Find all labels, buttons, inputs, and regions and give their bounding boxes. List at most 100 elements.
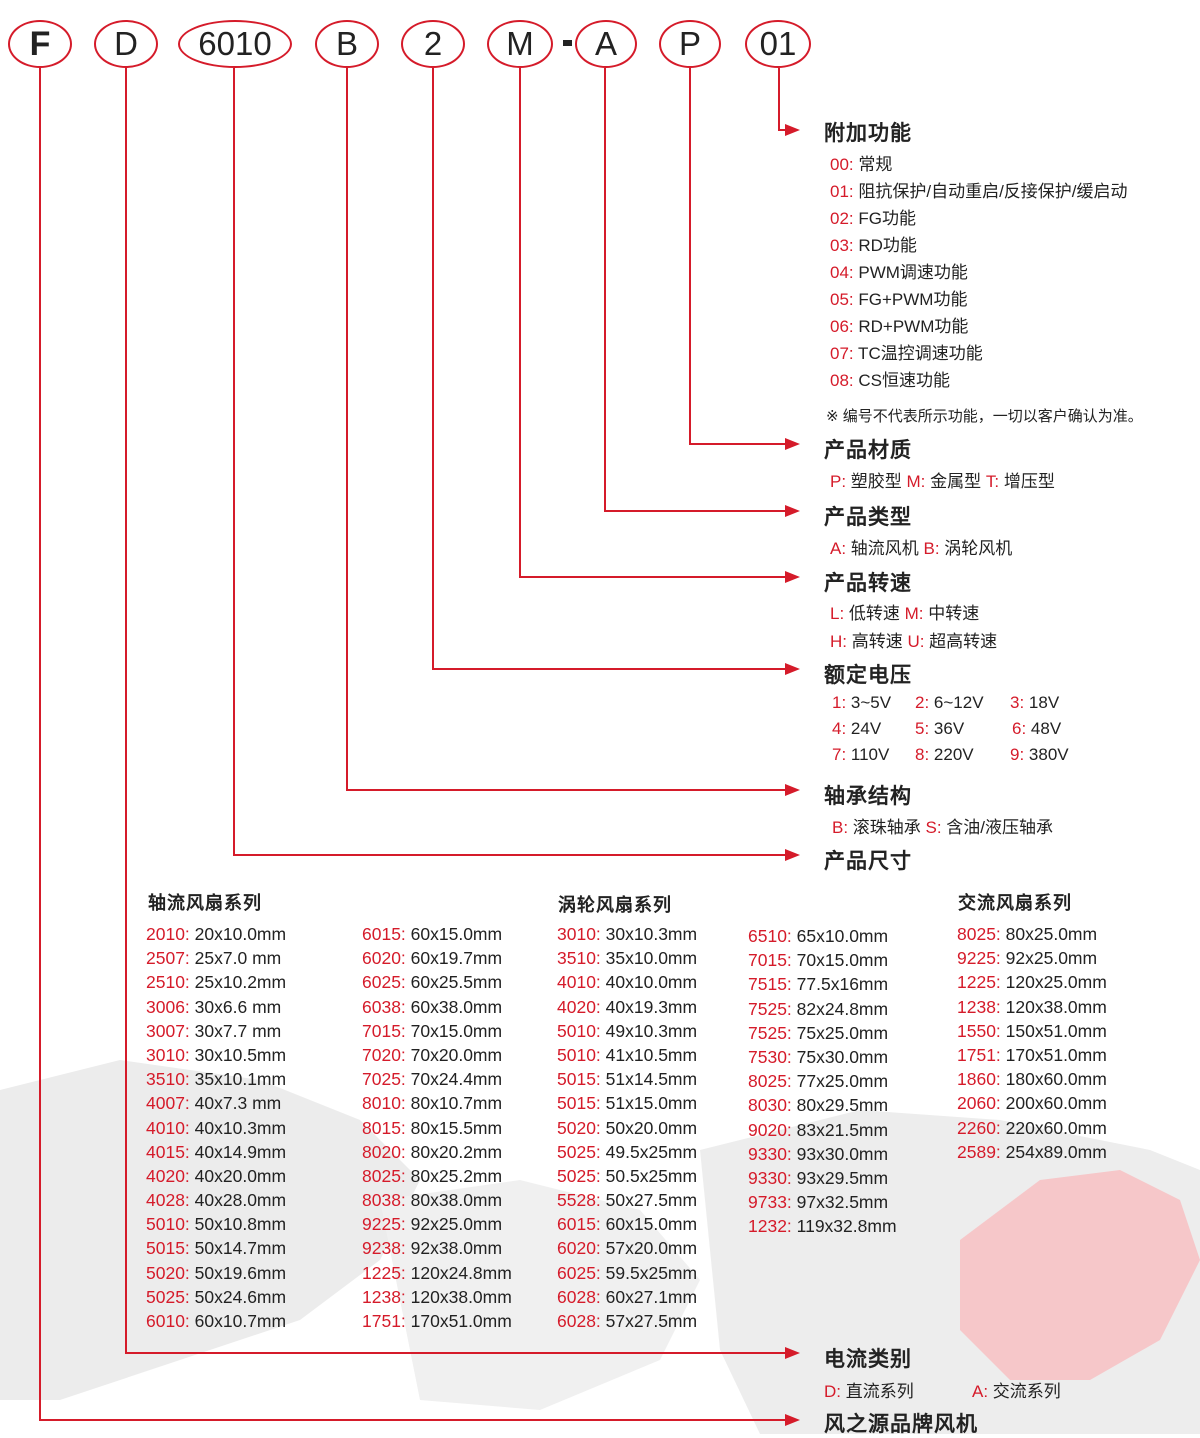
brand-title: 风之源品牌风机 [824, 1413, 978, 1436]
size-code: 5010: [557, 1044, 601, 1065]
voltage-item: 5: 36V [915, 719, 965, 738]
size-dimension: 30x10.5mm [189, 1044, 287, 1065]
size-dimension: 83x21.5mm [791, 1119, 889, 1140]
size-entry: 2507: 25x7.0 mm [146, 946, 286, 970]
size-code: 2507: [146, 948, 190, 969]
code-extra-01: 01 [745, 20, 811, 68]
size-code: 1238: [957, 996, 1001, 1017]
size-dimension: 80x20.2mm [405, 1141, 503, 1162]
size-code: 3006: [146, 996, 190, 1017]
size-dimension: 60x10.7mm [189, 1311, 287, 1331]
extra-item: 04: PWM调速功能 [830, 263, 968, 282]
size-code: 3510: [146, 1069, 190, 1090]
size-dimension: 200x60.0mm [1000, 1093, 1107, 1114]
size-dimension: 30x6.6 mm [189, 996, 282, 1017]
current-option: A: 交流系列 [972, 1382, 1061, 1401]
size-entry: 5010: 49x10.3mm [557, 1019, 697, 1043]
size-entry: 7025: 70x24.4mm [362, 1067, 512, 1091]
code-separator [563, 40, 572, 46]
size-dimension: 120x38.0mm [1000, 996, 1107, 1017]
size-entry: 4028: 40x28.0mm [146, 1188, 286, 1212]
voltage-item: 7: 110V [832, 745, 890, 764]
size-dimension: 30x7.7 mm [189, 1020, 282, 1041]
size-dimension: 30x10.3mm [600, 924, 698, 944]
size-code: 2510: [146, 972, 190, 993]
size-dimension: 50.5x25mm [600, 1165, 698, 1186]
size-entry: 5015: 51x14.5mm [557, 1067, 697, 1091]
material-title: 产品材质 [824, 439, 912, 462]
size-entry: 5020: 50x20.0mm [557, 1116, 697, 1140]
size-dimension: 40x28.0mm [189, 1190, 287, 1211]
size-code: 4020: [146, 1165, 190, 1186]
size-code: 8010: [362, 1093, 406, 1114]
size-entry: 4010: 40x10.3mm [146, 1116, 286, 1140]
code-brand-f: F [8, 20, 72, 68]
size-code: 2260: [957, 1117, 1001, 1138]
size-entry: 4020: 40x19.3mm [557, 995, 697, 1019]
size-entry: 5025: 50.5x25mm [557, 1164, 697, 1188]
size-code: 3510: [557, 948, 601, 969]
voltage-item: 3: 18V [1010, 693, 1060, 712]
size-dimension: 50x20.0mm [600, 1117, 698, 1138]
size-code: 9225: [362, 1214, 406, 1235]
size-dimension: 120x25.0mm [1000, 972, 1107, 993]
size-entry: 8025: 77x25.0mm [748, 1069, 897, 1093]
size-entry: 4007: 40x7.3 mm [146, 1091, 286, 1115]
size-dimension: 150x51.0mm [1000, 1020, 1107, 1041]
size-dimension: 40x20.0mm [189, 1165, 287, 1186]
size-code: 4015: [146, 1141, 190, 1162]
size-entry: 3510: 35x10.0mm [557, 946, 697, 970]
size-entry: 4015: 40x14.9mm [146, 1140, 286, 1164]
size-dimension: 57x20.0mm [600, 1238, 698, 1259]
size-code: 2589: [957, 1141, 1001, 1162]
size-entry: 7525: 82x24.8mm [748, 997, 897, 1021]
size-entry: 6028: 57x27.5mm [557, 1309, 697, 1333]
size-entry: 5025: 50x24.6mm [146, 1285, 286, 1309]
size-dimension: 170x51.0mm [1000, 1044, 1107, 1065]
size-dimension: 60x15.0mm [405, 924, 503, 944]
size-entry: 8015: 80x15.5mm [362, 1116, 512, 1140]
size-dimension: 77.5x16mm [791, 974, 889, 995]
size-entry: 9238: 92x38.0mm [362, 1236, 512, 1260]
size-entry: 1860: 180x60.0mm [957, 1067, 1107, 1091]
size-code: 6015: [557, 1214, 601, 1235]
speed-row: L: 低转速 M: 中转速 [830, 604, 980, 623]
size-code: 4020: [557, 996, 601, 1017]
size-dimension: 40x14.9mm [189, 1141, 287, 1162]
size-dimension: 50x27.5mm [600, 1190, 698, 1211]
current-title: 电流类别 [824, 1348, 912, 1371]
size-entry: 8030: 80x29.5mm [748, 1093, 897, 1117]
size-dimension: 50x19.6mm [189, 1262, 287, 1283]
size-dimension: 254x89.0mm [1000, 1141, 1107, 1162]
extra-item: 05: FG+PWM功能 [830, 290, 968, 309]
size-dimension: 80x29.5mm [791, 1095, 889, 1116]
size-code: 6028: [557, 1311, 601, 1331]
size-code: 6010: [146, 1311, 190, 1331]
speed-title: 产品转速 [824, 572, 912, 595]
size-dimension: 20x10.0mm [189, 924, 287, 944]
size-code: 1550: [957, 1020, 1001, 1041]
size-dimension: 70x15.0mm [405, 1020, 503, 1041]
size-entry: 3510: 35x10.1mm [146, 1067, 286, 1091]
size-code: 5015: [557, 1069, 601, 1090]
extra-item: 01: 阻抗保护/自动重启/反接保护/缓启动 [830, 182, 1128, 201]
size-code: 8020: [362, 1141, 406, 1162]
size-code: 1751: [957, 1044, 1001, 1065]
size-code: 3010: [146, 1044, 190, 1065]
size-dimension: 50x10.8mm [189, 1214, 287, 1235]
size-code: 7015: [748, 950, 792, 971]
size-dimension: 80x38.0mm [405, 1190, 503, 1211]
size-entry: 1550: 150x51.0mm [957, 1019, 1107, 1043]
material-options: P: 塑胶型 M: 金属型 T: 增压型 [830, 472, 1055, 491]
size-dimension: 70x15.0mm [791, 950, 889, 971]
type-title: 产品类型 [824, 506, 912, 529]
size-entry: 3006: 30x6.6 mm [146, 995, 286, 1019]
size-dimension: 65x10.0mm [791, 926, 889, 946]
size-code: 3010: [557, 924, 601, 944]
size-dimension: 70x20.0mm [405, 1044, 503, 1065]
code-size-6010: 6010 [178, 20, 292, 68]
voltage-item: 4: 24V [832, 719, 882, 738]
size-code: 8025: [748, 1071, 792, 1092]
